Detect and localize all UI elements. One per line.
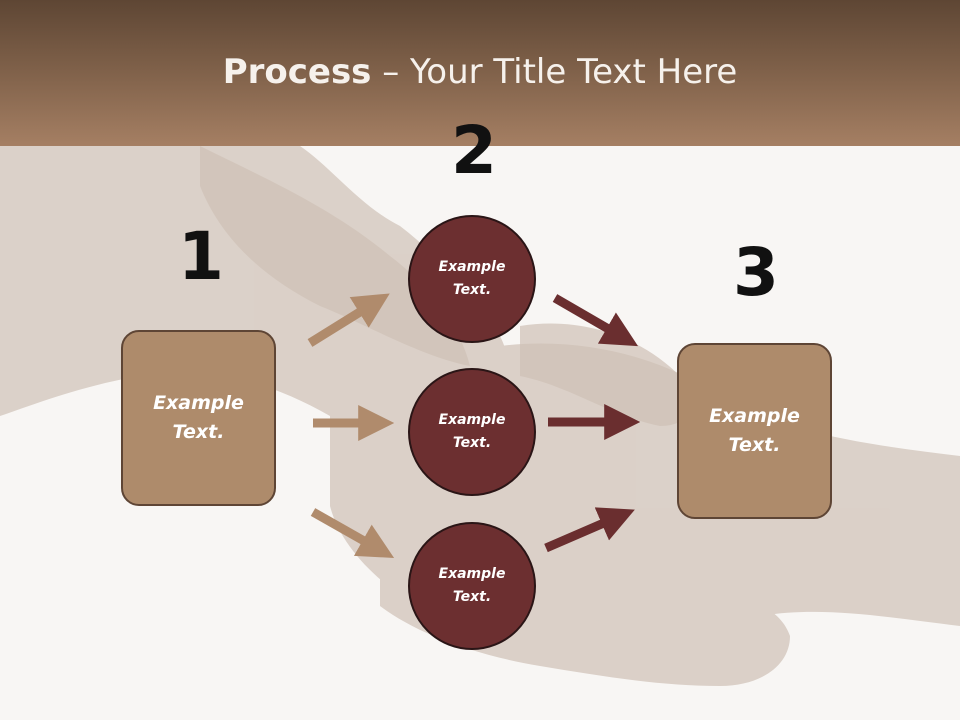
arrow-from-bottom-circle [544,507,635,553]
bottom-circle-text: Example Text. [438,566,506,605]
title-rest-text: – Your Title Text Here [371,52,738,92]
step-number-3: 3 [733,234,779,311]
slide-title: Process – Your Title Text Here [0,52,960,92]
left-box-text: Example Text. [153,392,244,443]
right-box-text: Example Text. [709,405,800,456]
step-number-2: 2 [451,112,497,189]
bottom-circle: Example Text. [408,522,536,650]
title-bold-text: Process [222,52,372,92]
left-text-box: Example Text. [121,330,276,506]
arrow-from-top-circle [552,294,639,347]
arrow-to-bottom-circle [310,508,395,558]
top-circle-text: Example Text. [438,259,506,298]
arrow-to-top-circle [307,293,390,347]
middle-circle-text: Example Text. [438,412,506,451]
middle-circle: Example Text. [408,368,536,496]
step-number-1: 1 [178,218,224,295]
top-circle: Example Text. [408,215,536,343]
title-banner [0,0,960,146]
right-text-box: Example Text. [677,343,832,519]
